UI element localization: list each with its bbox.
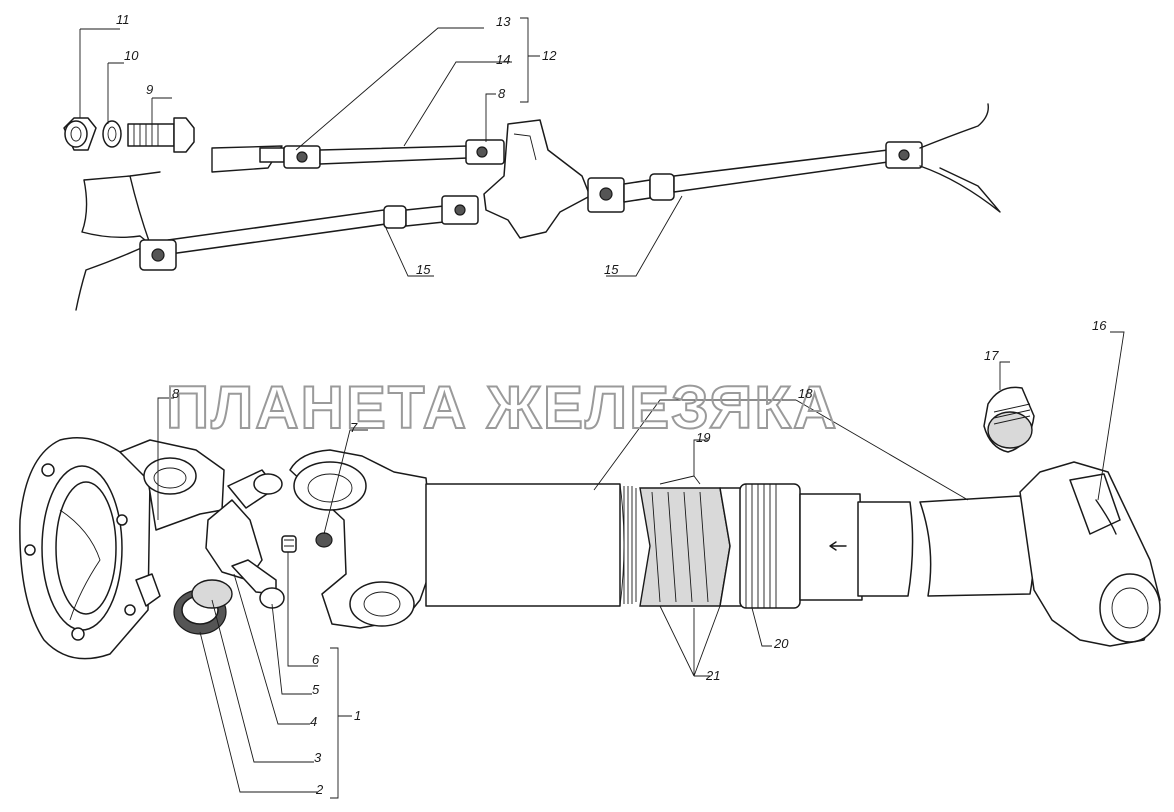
callout-17: 17 <box>984 348 999 363</box>
grease-fitting-part-6 <box>281 535 297 553</box>
shaft-tube-part-18 <box>425 483 637 607</box>
nut-part-11 <box>63 117 97 151</box>
callout-19: 19 <box>696 430 710 445</box>
rear-axle-sketch <box>919 103 1001 213</box>
seal-part-3 <box>191 579 233 609</box>
callout-11: 11 <box>116 12 130 27</box>
callout-14: 14 <box>496 52 510 67</box>
callout-21: 21 <box>705 668 720 683</box>
callout-3: 3 <box>314 750 322 765</box>
callout-8-main: 8 <box>172 386 180 401</box>
callout-5: 5 <box>312 682 320 697</box>
spline-part-20 <box>739 483 863 609</box>
callout-12: 12 <box>542 48 557 63</box>
callout-7: 7 <box>350 420 358 435</box>
slip-yoke-part-7 <box>289 449 435 629</box>
transfer-case <box>483 119 591 239</box>
shaft-tube-rear <box>857 495 1035 597</box>
callout-4: 4 <box>310 714 317 729</box>
callout-16: 16 <box>1092 318 1107 333</box>
callout-10: 10 <box>124 48 139 63</box>
callout-9: 9 <box>146 82 153 97</box>
lower-propeller-shaft <box>139 195 479 271</box>
callout-13: 13 <box>496 14 511 29</box>
callout-15-right: 15 <box>604 262 619 277</box>
rear-yoke-part-16 <box>1019 461 1161 647</box>
flange-yoke-part-8 <box>19 437 225 660</box>
callout-20: 20 <box>773 636 789 651</box>
callout-1: 1 <box>354 708 361 723</box>
bearing-cup-part-17 <box>983 386 1035 453</box>
callout-2: 2 <box>315 782 324 797</box>
leader-lines <box>79 17 1125 799</box>
bolt-part-9 <box>127 117 195 153</box>
callout-15-left: 15 <box>416 262 431 277</box>
upper-propeller-shaft <box>259 139 505 169</box>
washer-part-10 <box>102 120 122 148</box>
rear-propeller-shaft <box>587 141 923 213</box>
watermark-text: ПЛАНЕТА ЖЕЛЕЗЯКА <box>166 374 838 441</box>
universal-joint-spider <box>205 469 285 609</box>
callout-6: 6 <box>312 652 320 667</box>
callout-18: 18 <box>798 386 813 401</box>
callout-8-top: 8 <box>498 86 506 101</box>
